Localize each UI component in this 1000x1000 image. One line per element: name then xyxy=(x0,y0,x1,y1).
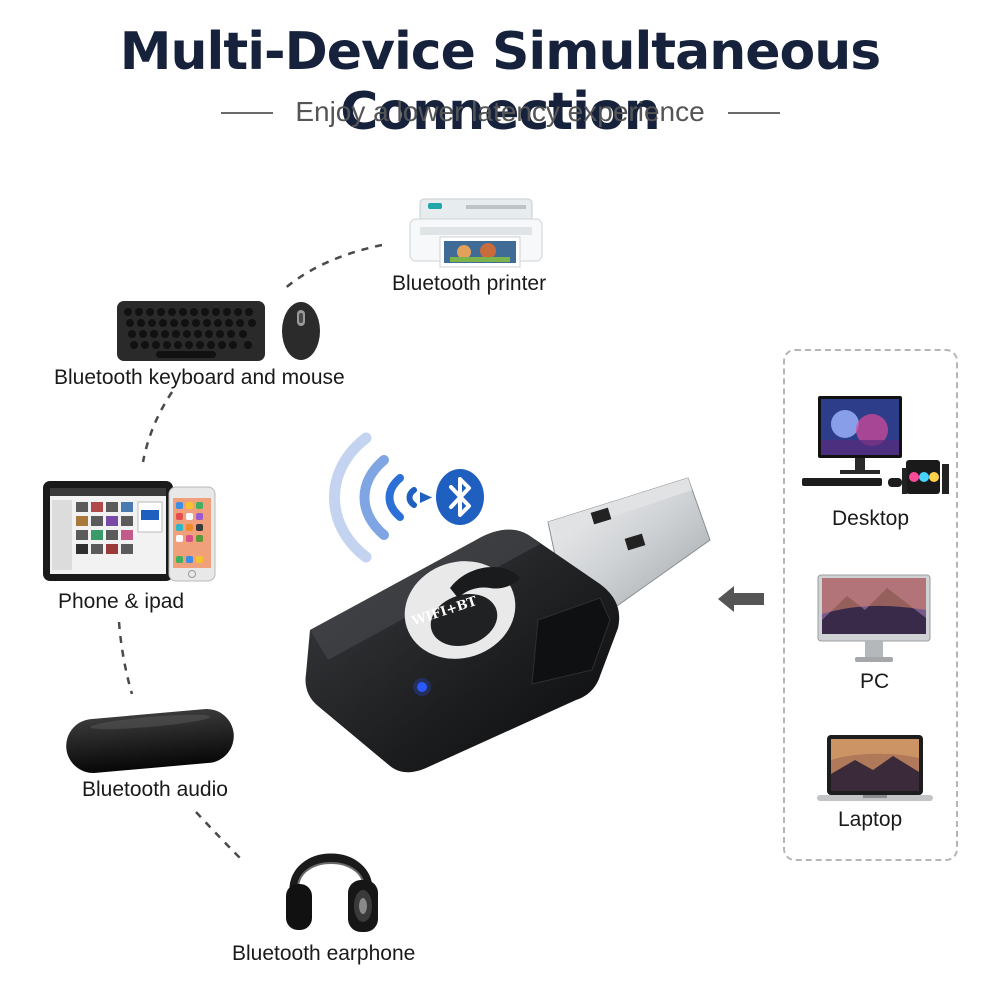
signal-waves-icon xyxy=(329,432,432,563)
desktop-label: Desktop xyxy=(832,507,910,530)
printer-label: Bluetooth printer xyxy=(392,272,547,295)
speaker-icon xyxy=(66,709,234,773)
bluetooth-icon xyxy=(436,469,484,525)
page-title: Multi-Device Simultaneous Connection xyxy=(119,22,881,142)
host-devices-panel xyxy=(783,349,958,861)
phone-ipad-label: Phone & ipad xyxy=(58,590,185,613)
usb-adapter-icon: WIFI+BT xyxy=(305,477,711,773)
pc-label: PC xyxy=(860,670,890,693)
printer-icon xyxy=(409,198,543,268)
keyboard-icon xyxy=(117,301,265,361)
keyboard-mouse-label: Bluetooth keyboard and mouse xyxy=(54,366,345,389)
laptop-label: Laptop xyxy=(838,808,903,831)
phone-icon xyxy=(168,486,216,582)
desktop-icon xyxy=(802,396,949,494)
subtitle-right-rule xyxy=(728,112,780,114)
earphone-label: Bluetooth earphone xyxy=(232,942,416,965)
subtitle-left-rule xyxy=(221,112,273,114)
subtitle-row: Enjoy a lower latency experience xyxy=(0,94,1000,134)
tablet-icon xyxy=(43,481,173,581)
mouse-icon xyxy=(282,302,320,360)
monitor-icon xyxy=(817,574,931,662)
arrow-left-icon xyxy=(718,586,764,612)
audio-label: Bluetooth audio xyxy=(82,778,228,801)
headphones-icon xyxy=(286,853,378,932)
laptop-icon xyxy=(817,735,933,801)
page-subtitle: Enjoy a lower latency experience xyxy=(295,96,705,127)
